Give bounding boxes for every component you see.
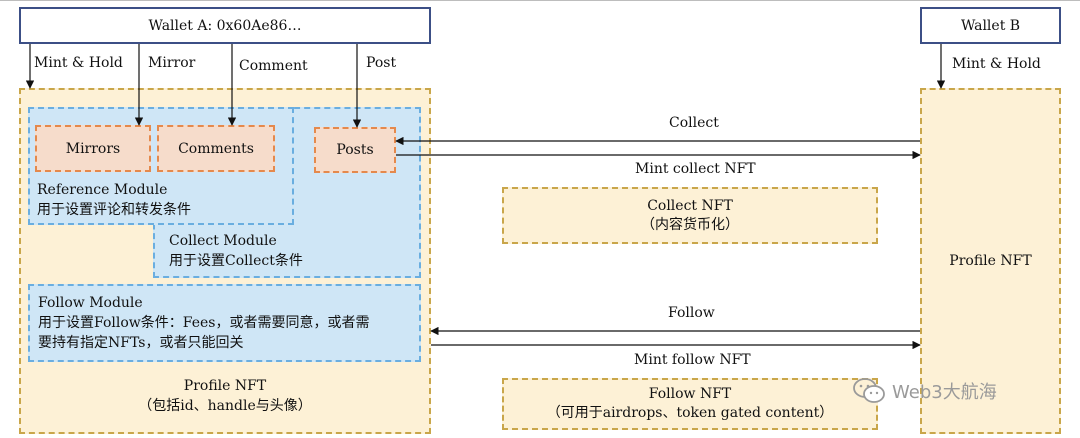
flow-label-mint-collect: Mint collect NFT	[635, 161, 756, 177]
reference-module-title: Reference Module	[37, 182, 168, 198]
wechat-icon	[853, 378, 885, 403]
profile-a-subtitle: （包括id、handle与头像）	[138, 398, 312, 414]
watermark-text: Web3大航海	[892, 382, 997, 403]
flow-label-collect: Collect	[669, 115, 719, 131]
collect-nft-subtitle: （内容货币化）	[641, 216, 739, 233]
edge-label-mint-hold-b: Mint & Hold	[952, 56, 1041, 72]
follow-module-box	[28, 284, 421, 362]
mirrors-label: Mirrors	[65, 140, 121, 157]
collect-module-text: Collect Module 用于设置Collect条件	[169, 231, 303, 271]
collect-module-desc: 用于设置Collect条件	[169, 253, 303, 269]
edge-label-mirror: Mirror	[148, 55, 196, 71]
follow-module-text: Follow Module 用于设置Follow条件：Fees，或者需要同意，或…	[38, 293, 369, 353]
edge-label-comment: Comment	[239, 58, 308, 74]
profile-a-title: Profile NFT	[183, 378, 267, 394]
mirrors-node: Mirrors	[35, 125, 151, 172]
reference-module-text: Reference Module 用于设置评论和转发条件	[37, 180, 191, 220]
wallet-a-box: Wallet A: 0x60Ae86…	[19, 7, 431, 44]
follow-module-title: Follow Module	[38, 295, 143, 311]
follow-nft-title: Follow NFT	[648, 386, 732, 402]
profile-a-caption: Profile NFT （包括id、handle与头像）	[19, 376, 431, 416]
posts-node: Posts	[314, 127, 396, 173]
wallet-b-label: Wallet B	[960, 17, 1021, 34]
profile-b-title: Profile NFT	[949, 253, 1032, 269]
follow-nft-box: Follow NFT （可用于airdrops、token gated cont…	[502, 378, 878, 430]
wallet-b-box: Wallet B	[920, 7, 1061, 44]
watermark: Web3大航海	[852, 377, 997, 405]
flow-label-mint-follow: Mint follow NFT	[634, 352, 751, 368]
flow-label-follow: Follow	[668, 305, 715, 321]
collect-module-title: Collect Module	[169, 233, 277, 249]
posts-label: Posts	[336, 142, 374, 158]
wallet-a-label: Wallet A: 0x60Ae86…	[148, 17, 302, 34]
profile-b-container	[920, 88, 1061, 434]
top-divider	[0, 0, 1080, 1]
edge-label-mint-hold-a: Mint & Hold	[34, 55, 123, 71]
edge-label-post: Post	[366, 55, 397, 71]
follow-nft-subtitle: （可用于airdrops、token gated content）	[546, 405, 834, 421]
collect-nft-title: Collect NFT	[647, 197, 733, 214]
follow-module-desc-2: 要持有指定NFTs，或者只能回关	[38, 335, 244, 351]
follow-module-desc-1: 用于设置Follow条件：Fees，或者需要同意，或者需	[38, 315, 370, 331]
comments-label: Comments	[178, 140, 254, 157]
collect-nft-box: Collect NFT （内容货币化）	[502, 187, 878, 244]
comments-node: Comments	[157, 125, 275, 172]
reference-module-desc: 用于设置评论和转发条件	[37, 202, 191, 218]
